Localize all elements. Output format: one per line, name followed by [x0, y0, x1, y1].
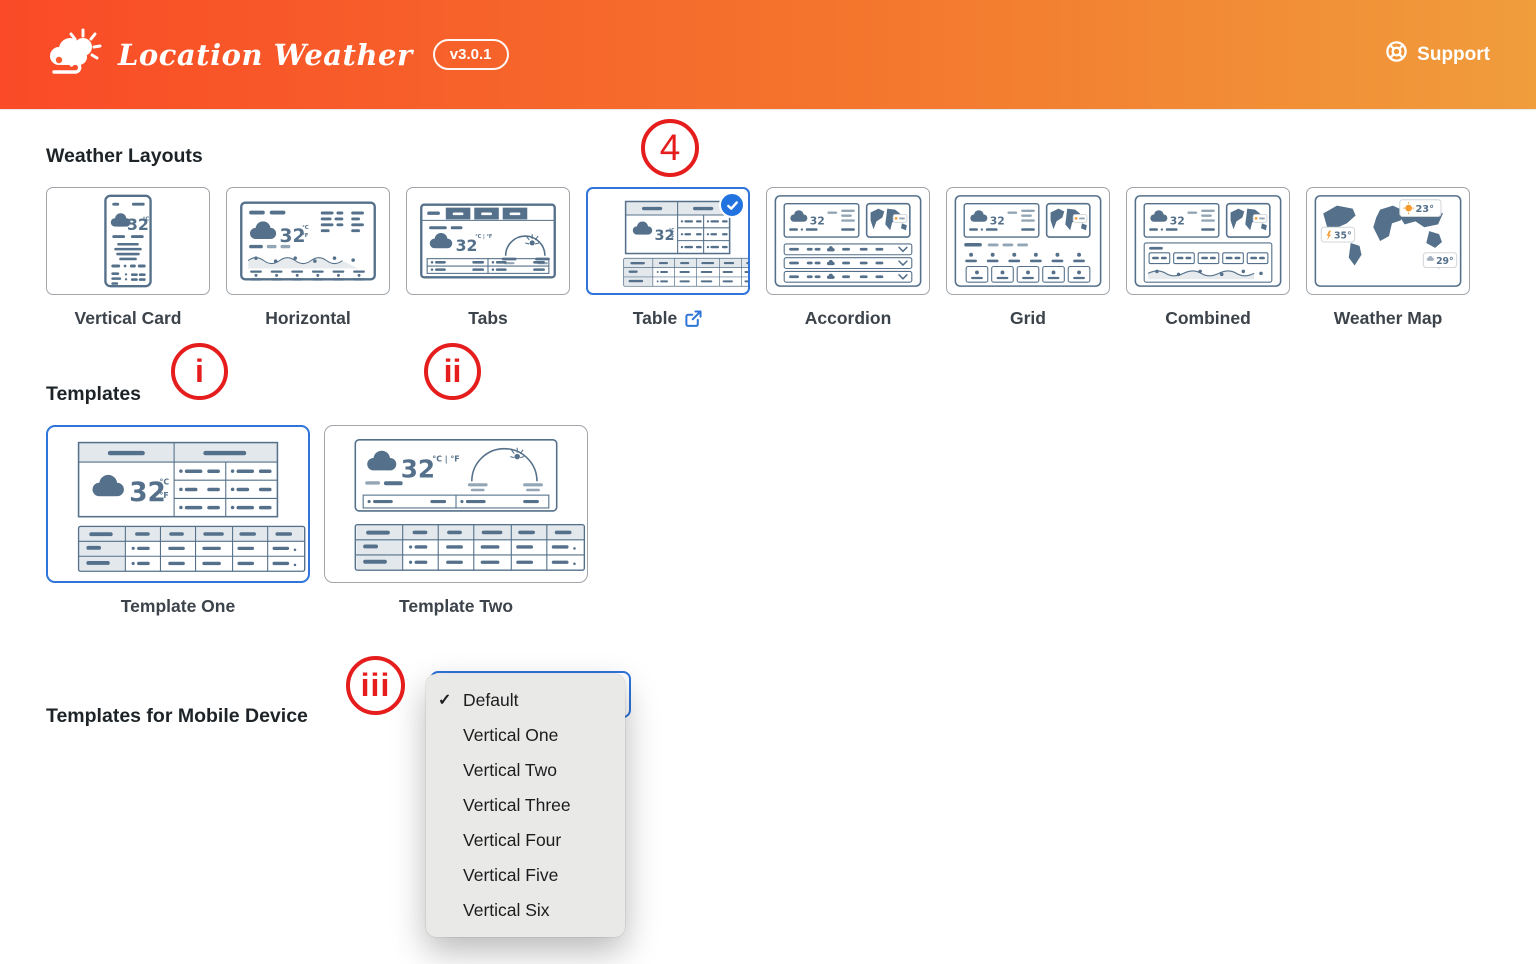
weather-map-thumbnail: 23° 35° 29° [1314, 195, 1462, 287]
dropdown-option-vertical-five[interactable]: Vertical Five [463, 865, 559, 885]
layout-label: Combined [1165, 308, 1251, 328]
layout-card-horizontal[interactable]: 32 °C °F [226, 187, 390, 295]
svg-text:35°: 35° [1334, 231, 1352, 242]
layout-label: Grid [1010, 308, 1046, 328]
templates-section: Templates 32 °C °F [46, 329, 1490, 617]
table-thumbnail: 32 °C °F [623, 200, 748, 287]
layout-label: Table [633, 308, 703, 329]
weather-layouts-section: Weather Layouts 32 °C [46, 110, 1490, 329]
svg-text:32: 32 [129, 478, 166, 508]
app-logo-icon [46, 24, 102, 85]
layout-label: Weather Map [1333, 308, 1443, 328]
dropdown-option-vertical-two[interactable]: Vertical Two [463, 760, 558, 780]
annotation-marker-4: 4 [641, 119, 699, 177]
layouts-row: 32 °C Vertical [46, 187, 1490, 329]
svg-text:23°: 23° [1415, 204, 1434, 215]
dropdown-option-default[interactable]: ✓ Default [426, 683, 625, 718]
horizontal-thumbnail: 32 °C °F [240, 201, 376, 281]
external-link-icon[interactable] [684, 309, 703, 328]
layout-option-vertical-card: 32 °C Vertical [46, 187, 210, 329]
layout-label: Accordion [804, 308, 892, 328]
template-label: Template Two [398, 596, 514, 616]
templates-row: 32 °C °F [46, 425, 1490, 617]
layout-card-tabs[interactable]: 32 °C | °F [406, 187, 570, 295]
dropdown-option-vertical-three[interactable]: Vertical Three [463, 795, 571, 815]
support-link[interactable]: Support [1385, 40, 1490, 69]
layout-option-horizontal: 32 °C °F [226, 187, 390, 329]
svg-text:°C | °F: °C | °F [432, 455, 459, 464]
svg-text:32: 32 [655, 228, 675, 244]
svg-text:°C: °C [143, 216, 150, 222]
app-title: Location Weather [118, 37, 413, 72]
annotation-marker-iii: iii [346, 656, 405, 715]
layout-card-vertical-card[interactable]: 32 °C [46, 187, 210, 295]
layout-label: Tabs [468, 308, 508, 328]
template-option-one: 32 °C °F [46, 425, 310, 617]
template-two-thumbnail: 32 °C | °F [354, 439, 586, 571]
layout-label: Horizontal [265, 308, 351, 328]
annotation-marker-i: i [171, 343, 228, 400]
svg-text:°F: °F [669, 234, 674, 240]
layout-option-table: 32 °C °F [586, 187, 750, 329]
layout-option-combined: Combined [1126, 187, 1290, 329]
vertical-card-thumbnail: 32 °C [104, 194, 152, 288]
svg-text:°C: °C [159, 478, 169, 487]
template-one-thumbnail: 32 °C °F [77, 441, 306, 572]
checkmark-icon: ✓ [438, 692, 452, 709]
svg-text:32: 32 [280, 226, 306, 247]
template-card-two[interactable]: 32 °C | °F [324, 425, 588, 583]
dropdown-option-vertical-six[interactable]: Vertical Six [463, 900, 550, 920]
template-option-two: 32 °C | °F [324, 425, 588, 617]
mobile-template-dropdown-menu: ✓ Default Vertical One Vertical Two Vert… [426, 674, 625, 937]
svg-text:29°: 29° [1436, 256, 1454, 267]
template-card-one[interactable]: 32 °C °F [46, 425, 310, 583]
layout-option-accordion: Accordion [766, 187, 930, 329]
svg-text:32: 32 [401, 454, 435, 483]
templates-title: Templates [46, 383, 142, 405]
app-header: Location Weather v3.0.1 Support [0, 0, 1536, 110]
svg-text:32: 32 [127, 215, 149, 234]
brand: Location Weather v3.0.1 [46, 24, 509, 85]
svg-text:°C: °C [669, 227, 675, 233]
layout-card-accordion[interactable] [766, 187, 930, 295]
weather-layouts-title: Weather Layouts [46, 145, 203, 167]
layout-option-tabs: 32 °C | °F [406, 187, 570, 329]
combined-thumbnail [1134, 195, 1282, 287]
layout-card-weather-map[interactable]: 23° 35° 29° [1306, 187, 1470, 295]
svg-text:°C: °C [302, 225, 309, 231]
layout-card-grid[interactable] [946, 187, 1110, 295]
svg-text:°F: °F [302, 233, 309, 239]
version-badge: v3.0.1 [432, 39, 509, 70]
dropdown-option-vertical-one[interactable]: Vertical One [463, 725, 559, 745]
svg-text:32: 32 [456, 236, 478, 255]
grid-thumbnail [954, 195, 1102, 287]
layout-card-combined[interactable] [1126, 187, 1290, 295]
layout-option-weather-map: 23° 35° 29° Weather [1306, 187, 1470, 329]
template-label: Template One [120, 596, 236, 616]
svg-text:°C | °F: °C | °F [475, 234, 492, 240]
tabs-thumbnail: 32 °C | °F [420, 203, 556, 279]
mobile-templates-label: Templates for Mobile Device [46, 705, 308, 727]
accordion-thumbnail [774, 195, 922, 287]
mobile-templates-section: Templates for Mobile Device [46, 705, 1490, 728]
selected-check-badge-icon [719, 192, 745, 218]
layout-card-table[interactable]: 32 °C °F [586, 187, 750, 295]
layout-option-grid: Grid [946, 187, 1110, 329]
svg-text:°F: °F [159, 491, 168, 500]
dropdown-option-vertical-four[interactable]: Vertical Four [463, 830, 562, 850]
lifebuoy-icon [1385, 40, 1408, 69]
layout-label: Vertical Card [74, 308, 182, 328]
support-label: Support [1417, 43, 1490, 65]
annotation-marker-ii: ii [424, 343, 481, 400]
